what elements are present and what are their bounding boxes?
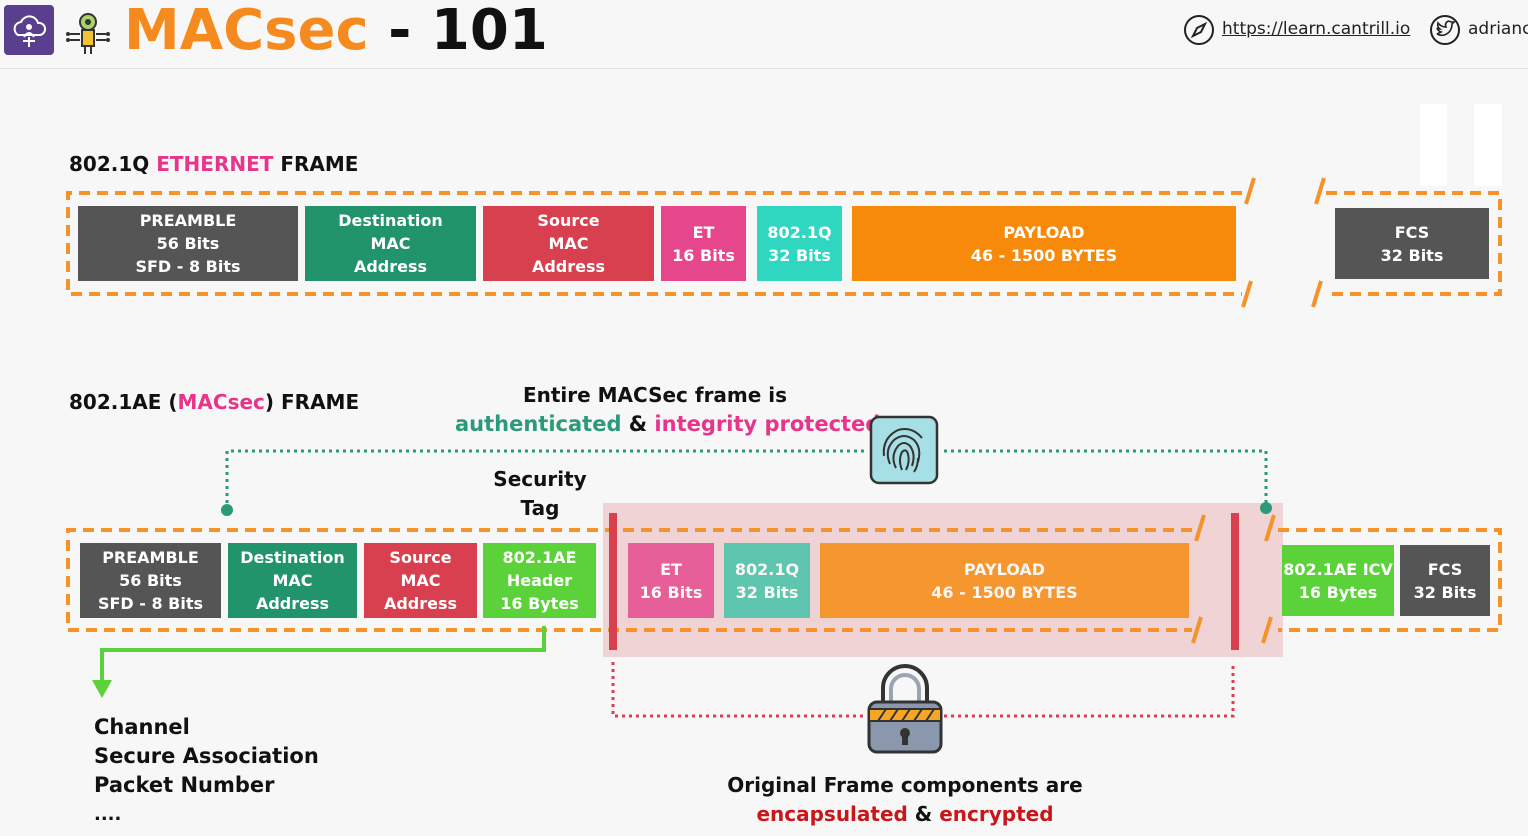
title-rest: - 101 — [368, 0, 548, 63]
frame2-source-mac-field: Source MAC Address — [364, 543, 477, 618]
frame2-label-suffix: ) FRAME — [264, 390, 360, 414]
frame1-label-highlight: ETHERNET — [156, 152, 274, 176]
encap-word-encapsulated: encapsulated — [756, 802, 908, 826]
frame2-label: 802.1AE (MACsec) FRAME — [69, 390, 359, 414]
encap-amp: & — [907, 802, 940, 826]
fingerprint-icon — [868, 414, 940, 486]
sectag-item-secure-association: Secure Association — [94, 744, 319, 768]
security-tag-label-line2: Tag — [520, 496, 560, 520]
page-title: MACsec - 101 — [124, 0, 548, 66]
frame1-destination-mac-field: Destination MAC Address — [305, 206, 476, 281]
frame2-icv-field: 802.1AE ICV 16 Bytes — [1282, 545, 1394, 616]
security-tag-label-line1: Security — [493, 467, 587, 491]
frame1-preamble-field: PREAMBLE 56 Bits SFD - 8 Bits — [78, 206, 298, 281]
frame2-label-prefix: 802.1AE ( — [69, 390, 178, 414]
website-link[interactable]: https://learn.cantrill.io — [1222, 19, 1411, 39]
frame1-dot1q-field: 802.1Q 32 Bits — [757, 206, 842, 281]
twitter-handle[interactable]: adrianc — [1468, 19, 1528, 39]
sectag-item-ellipsis: .... — [94, 804, 122, 825]
sectag-contents-list: Channel Secure Association Packet Number… — [94, 713, 319, 829]
frame2-dot1q-field: 802.1Q 32 Bits — [724, 543, 810, 618]
microchip-icon — [64, 8, 112, 56]
compass-icon — [1182, 13, 1216, 47]
twitter-bird-icon — [1428, 13, 1462, 47]
cloud-person-logo-icon — [4, 5, 54, 55]
header-bar: MACsec - 101 https://learn.cantrill.io a… — [0, 0, 1528, 69]
sectag-item-packet-number: Packet Number — [94, 773, 275, 797]
frame2-fcs-field: FCS 32 Bits — [1400, 545, 1490, 616]
padlock-icon — [866, 660, 944, 756]
frame1-fcs-field: FCS 32 Bits — [1335, 208, 1489, 279]
frame1-payload-field: PAYLOAD 46 - 1500 BYTES — [852, 206, 1236, 281]
auth-word-integrity: integrity protected — [654, 412, 881, 436]
frame1-label: 802.1Q ETHERNET FRAME — [69, 152, 358, 176]
encap-annotation-line1: Original Frame components are — [727, 773, 1083, 797]
frame2-payload-field: PAYLOAD 46 - 1500 BYTES — [820, 543, 1189, 618]
encap-word-encrypted: encrypted — [939, 802, 1054, 826]
auth-word-authenticated: authenticated — [455, 412, 622, 436]
frame1-ethertype-field: ET 16 Bits — [661, 206, 746, 281]
frame2-label-highlight: MACsec — [177, 390, 265, 414]
encap-annotation-line2: encapsulated & encrypted — [705, 800, 1105, 829]
decorative-panel — [1420, 104, 1447, 186]
decorative-panel — [1474, 104, 1502, 186]
encrypted-veil — [620, 540, 1193, 622]
auth-amp: & — [621, 412, 655, 436]
frame2-macsec-header-field: 802.1AE Header 16 Bytes — [483, 543, 596, 618]
frame1-label-suffix: FRAME — [273, 152, 359, 176]
auth-annotation-line1: Entire MACSec frame is — [522, 383, 788, 407]
frame2-preamble-field: PREAMBLE 56 Bits SFD - 8 Bits — [80, 543, 221, 618]
auth-annotation-line2: authenticated & integrity protected — [455, 410, 880, 439]
frame2-ethertype-field: ET 16 Bits — [628, 543, 714, 618]
sectag-item-channel: Channel — [94, 715, 190, 739]
frame1-source-mac-field: Source MAC Address — [483, 206, 654, 281]
frame1-label-prefix: 802.1Q — [69, 152, 157, 176]
frame2-destination-mac-field: Destination MAC Address — [228, 543, 357, 618]
title-main: MACsec — [124, 0, 369, 63]
